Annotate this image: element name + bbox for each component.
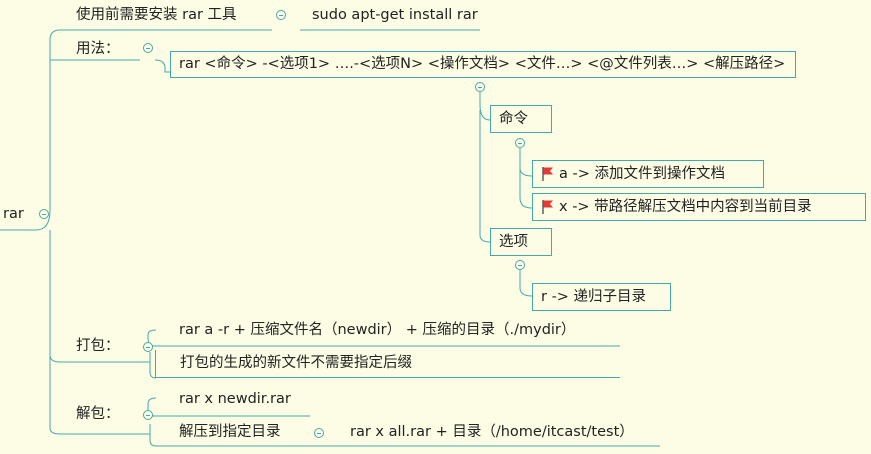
- pack-branch[interactable]: 打包：: [76, 338, 120, 354]
- collapse-minus-icon[interactable]: [143, 410, 153, 420]
- syntax-box[interactable]: rar <命令> -<选项1> ….-<选项N> <操作文档> <文件…> <@…: [170, 51, 796, 78]
- red-flag-icon: [542, 167, 553, 181]
- option-item-r[interactable]: r -> 递归子目录: [532, 283, 671, 311]
- collapse-minus-icon[interactable]: [475, 82, 485, 92]
- root-node[interactable]: rar: [3, 206, 24, 222]
- pack-example[interactable]: rar a -r + 压缩文件名（newdir） + 压缩的目录（./mydir…: [179, 322, 576, 338]
- install-branch[interactable]: 使用前需要安装 rar 工具: [76, 7, 237, 23]
- collapse-minus-icon[interactable]: [143, 342, 153, 352]
- collapse-minus-icon[interactable]: [515, 260, 525, 270]
- collapse-minus-icon[interactable]: [143, 43, 153, 53]
- collapse-minus-icon[interactable]: [39, 209, 49, 219]
- command-item-label: a -> 添加文件到操作文档: [559, 166, 725, 182]
- command-item-label: x -> 带路径解压文档中内容到当前目录: [559, 199, 812, 215]
- unpack-example[interactable]: rar x newdir.rar: [179, 391, 291, 407]
- options-node[interactable]: 选项: [490, 228, 552, 256]
- unpack-note[interactable]: 解压到指定目录: [179, 424, 281, 440]
- pack-note[interactable]: 打包的生成的新文件不需要指定后缀: [155, 350, 620, 378]
- unpack-branch[interactable]: 解包：: [76, 406, 120, 422]
- commands-node[interactable]: 命令: [490, 105, 552, 133]
- command-item-x[interactable]: x -> 带路径解压文档中内容到当前目录: [532, 193, 866, 221]
- usage-branch[interactable]: 用法：: [76, 41, 120, 57]
- collapse-minus-icon[interactable]: [276, 10, 286, 20]
- unpack-command[interactable]: rar x all.rar + 目录（/home/itcast/test）: [350, 424, 634, 440]
- install-command[interactable]: sudo apt-get install rar: [312, 7, 478, 23]
- collapse-minus-icon[interactable]: [314, 428, 324, 438]
- red-flag-icon: [542, 200, 553, 214]
- collapse-minus-icon[interactable]: [515, 138, 525, 148]
- command-item-a[interactable]: a -> 添加文件到操作文档: [532, 160, 764, 188]
